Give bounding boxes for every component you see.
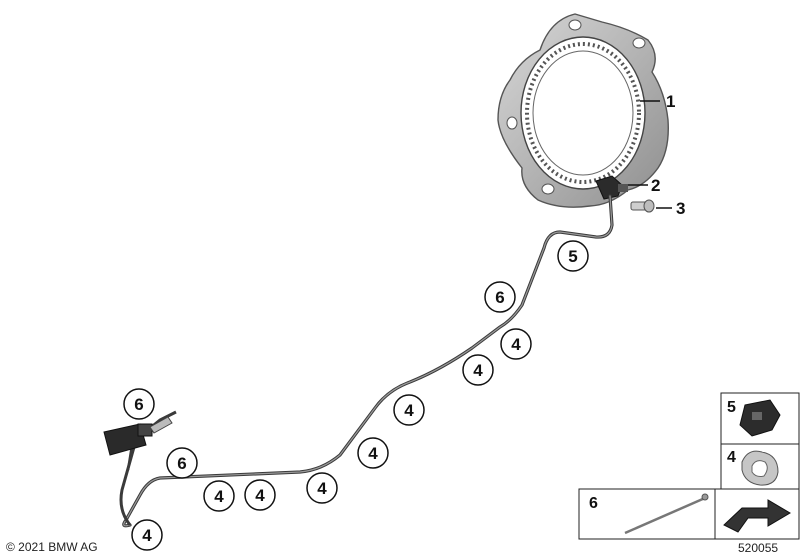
- sensor-cable: [119, 194, 614, 528]
- callout-5-label: 5: [568, 247, 577, 266]
- callout-1-label: 1: [666, 92, 675, 111]
- callout-4-d: 4: [357, 437, 389, 469]
- callout-4-a-label: 4: [511, 335, 521, 354]
- callout-5: 5: [557, 240, 589, 272]
- legend-item-6-label: 6: [589, 495, 598, 512]
- callout-6-upper: 6: [484, 281, 516, 313]
- callout-4-g: 4: [203, 480, 235, 512]
- tone-ring-part: [497, 13, 669, 208]
- wheel-speed-sensor-part: [595, 175, 648, 200]
- screw-part: [630, 199, 672, 213]
- callout-6-left-label: 6: [177, 454, 186, 473]
- callout-4-f-label: 4: [255, 486, 265, 505]
- callout-6-upper-label: 6: [495, 288, 504, 307]
- diagram-id: 520055: [738, 541, 779, 555]
- callout-4-f: 4: [244, 479, 276, 511]
- callout-2-label: 2: [651, 176, 660, 195]
- callout-6-left-top: 6: [123, 388, 155, 420]
- callout-6-left-top-label: 6: [134, 395, 143, 414]
- part-category-arrow-icon: [723, 499, 791, 533]
- callout-2: 2: [651, 176, 660, 195]
- callout-4-e: 4: [306, 472, 338, 504]
- callout-4-e-label: 4: [317, 479, 327, 498]
- callout-4-c: 4: [393, 394, 425, 426]
- clip-icon: [741, 450, 779, 486]
- cable-tie-icon: [624, 493, 709, 535]
- callout-4-b: 4: [462, 354, 494, 386]
- legend-item-4-label: 4: [727, 449, 736, 466]
- callout-4-b-label: 4: [473, 361, 483, 380]
- legend-panel: 5 4 6: [578, 392, 800, 540]
- plug-connector: [103, 416, 173, 456]
- cable-holder-icon: [739, 399, 781, 437]
- callout-3: 3: [676, 199, 685, 218]
- callout-1: 1: [666, 92, 675, 111]
- copyright-notice: © 2021 BMW AG: [6, 540, 98, 554]
- legend-item-5-label: 5: [727, 399, 736, 416]
- callout-4-h-label: 4: [142, 526, 152, 545]
- callout-4-g-label: 4: [214, 487, 224, 506]
- callout-3-label: 3: [676, 199, 685, 218]
- callout-4-h: 4: [131, 519, 163, 551]
- callout-4-c-label: 4: [404, 401, 414, 420]
- callout-4-d-label: 4: [368, 444, 378, 463]
- callout-6-left: 6: [166, 447, 198, 479]
- callout-4-a: 4: [500, 328, 532, 360]
